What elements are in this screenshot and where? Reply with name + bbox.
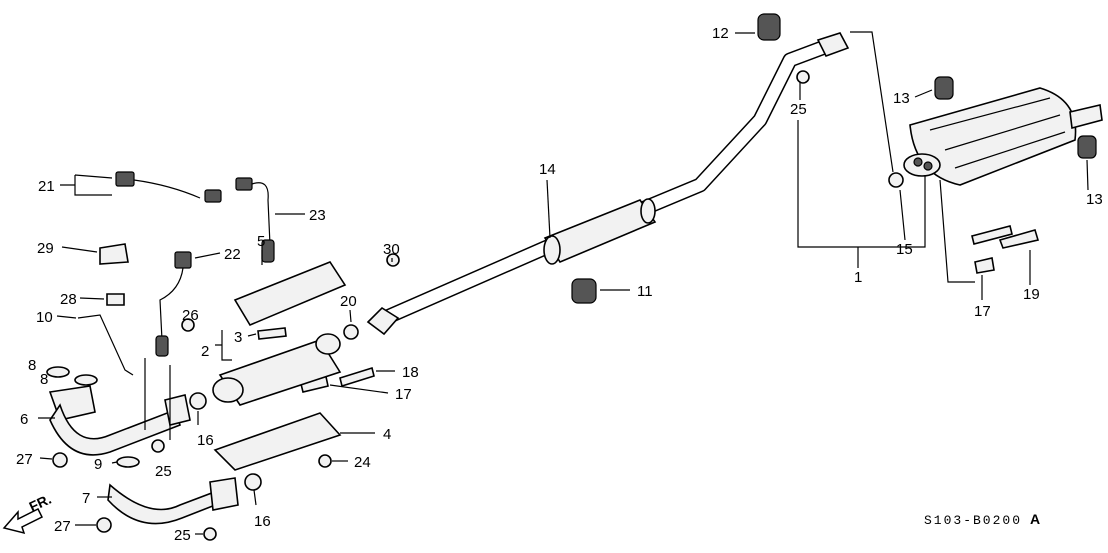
leader-lines [38,31,1089,535]
label-28: 28 [60,291,77,308]
small-parts [46,13,1097,541]
label-25: 25 [174,527,191,544]
label-19: 19 [1023,286,1040,303]
label-5: 5 [257,233,265,250]
label-11: 11 [637,283,653,300]
label-3: 3 [234,329,242,346]
label-16: 16 [197,432,214,449]
muffler-part-1 [903,87,1103,186]
label-9: 9 [94,456,102,473]
front-arrow-icon [2,507,44,535]
label-2: 2 [201,343,209,360]
label-26: 26 [182,307,199,324]
label-23: 23 [309,207,326,224]
heat-shield-part-4 [213,412,342,471]
label-30: 30 [383,241,400,258]
label-8: 8 [28,357,36,374]
label-1: 1 [854,269,862,286]
label-27: 27 [16,451,33,468]
label-10: 10 [36,309,53,326]
front-label: FR. [27,491,54,515]
front-pipe-part-7 [107,477,239,525]
label-14: 14 [539,161,556,178]
label-25: 25 [155,463,172,480]
drawing-code: S103-B0200 [924,513,1022,528]
label-25: 25 [790,101,807,118]
label-17: 17 [974,303,991,320]
exhaust-manifold-pipe-part-6 [48,385,191,456]
label-29: 29 [37,240,54,257]
exhaust-pipe-part-14 [366,32,850,336]
label-7: 7 [82,490,90,507]
catalytic-converter-part-2 [212,333,342,406]
label-4: 4 [383,426,391,443]
label-27: 27 [54,518,71,535]
part-number-labels: 12 25 13 13 14 15 1 17 19 30 11 20 21 23… [16,25,1103,544]
heat-shield-part-5 [233,261,347,327]
drawing-revision: A [1030,511,1040,527]
label-17: 17 [395,386,412,403]
label-15: 15 [896,241,913,258]
bracket-part-10 [77,314,134,376]
label-22: 22 [224,246,241,263]
label-16: 16 [254,513,271,530]
label-21: 21 [38,178,55,195]
label-13: 13 [893,90,910,107]
label-6: 6 [20,411,28,428]
label-13: 13 [1086,191,1103,208]
oxygen-sensors [115,171,275,357]
label-12: 12 [712,25,729,42]
label-18: 18 [402,364,419,381]
label-8: 8 [40,371,48,388]
front-direction-indicator: FR. [2,491,54,535]
label-20: 20 [340,293,357,310]
label-24: 24 [354,454,371,471]
